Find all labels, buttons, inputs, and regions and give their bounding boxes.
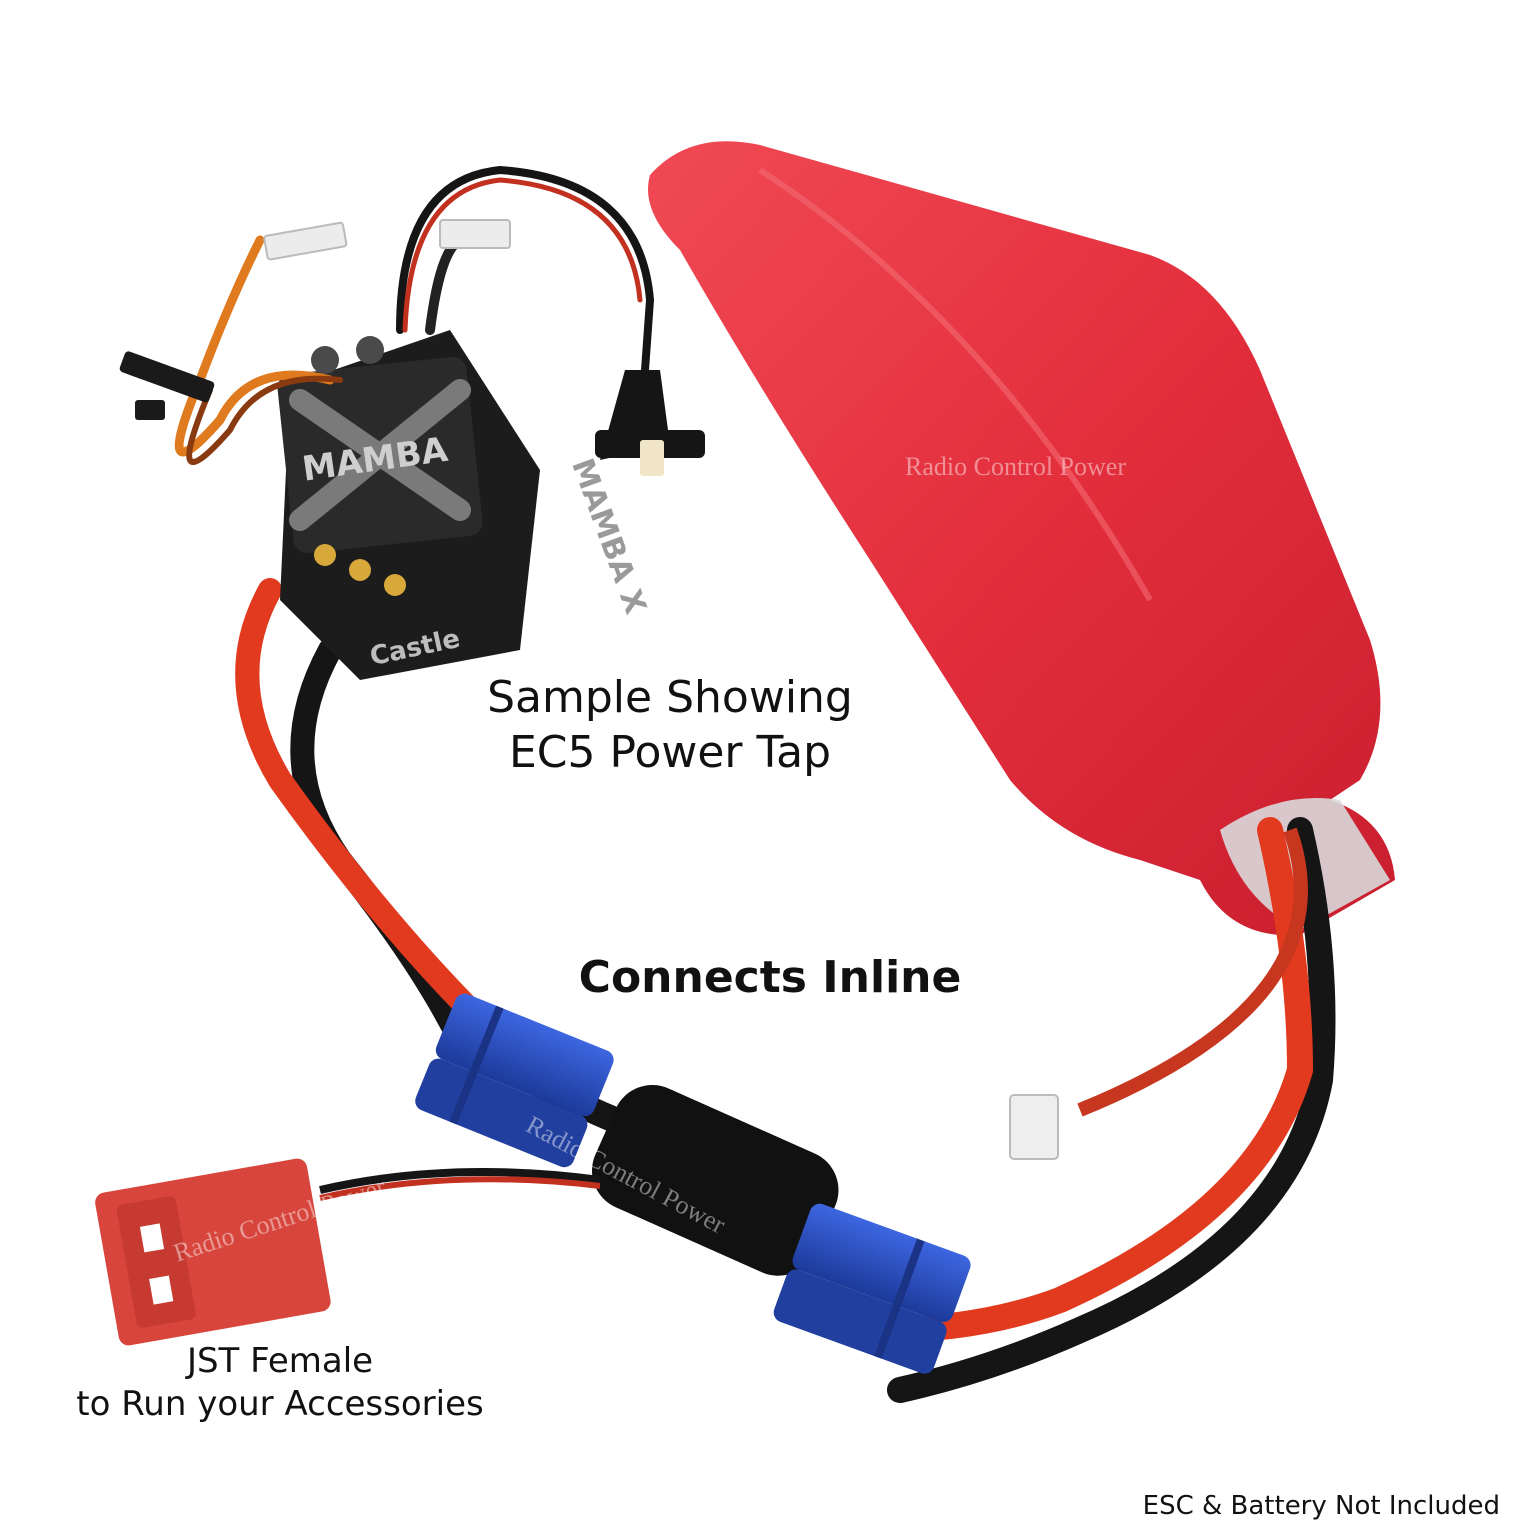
jst-female-connector (95, 1158, 331, 1346)
jst-caption-line1: JST Female (186, 1341, 374, 1381)
power-switch (595, 370, 705, 476)
ec5-power-tap (319, 993, 971, 1374)
watermark-battery: Radio Control Power (905, 452, 1126, 481)
not-included-note: ESC & Battery Not Included (1142, 1491, 1500, 1521)
jst-caption: JST Female to Run your Accessories (20, 1340, 540, 1425)
esc-side-model-text: MAMBA X (564, 454, 652, 619)
battery-leads (867, 817, 1336, 1403)
ec5-connector-left (415, 993, 614, 1168)
heat-shrink-tap (591, 1084, 839, 1276)
connects-inline-caption: Connects Inline (578, 952, 962, 1003)
sample-caption-line1: Sample Showing (487, 672, 853, 723)
esc-plug-white-small (263, 221, 348, 261)
esc-power-wires (235, 578, 492, 1052)
sample-caption: Sample Showing EC5 Power Tap (420, 670, 920, 780)
receiver-lead-plug (119, 351, 215, 420)
jst-caption-line2: to Run your Accessories (76, 1383, 484, 1424)
ec5-connector-right (773, 1203, 971, 1374)
esc-plug-white (439, 219, 511, 249)
sample-caption-line2: EC5 Power Tap (508, 727, 831, 778)
lipo-battery (648, 141, 1395, 936)
balance-lead (1009, 827, 1308, 1160)
